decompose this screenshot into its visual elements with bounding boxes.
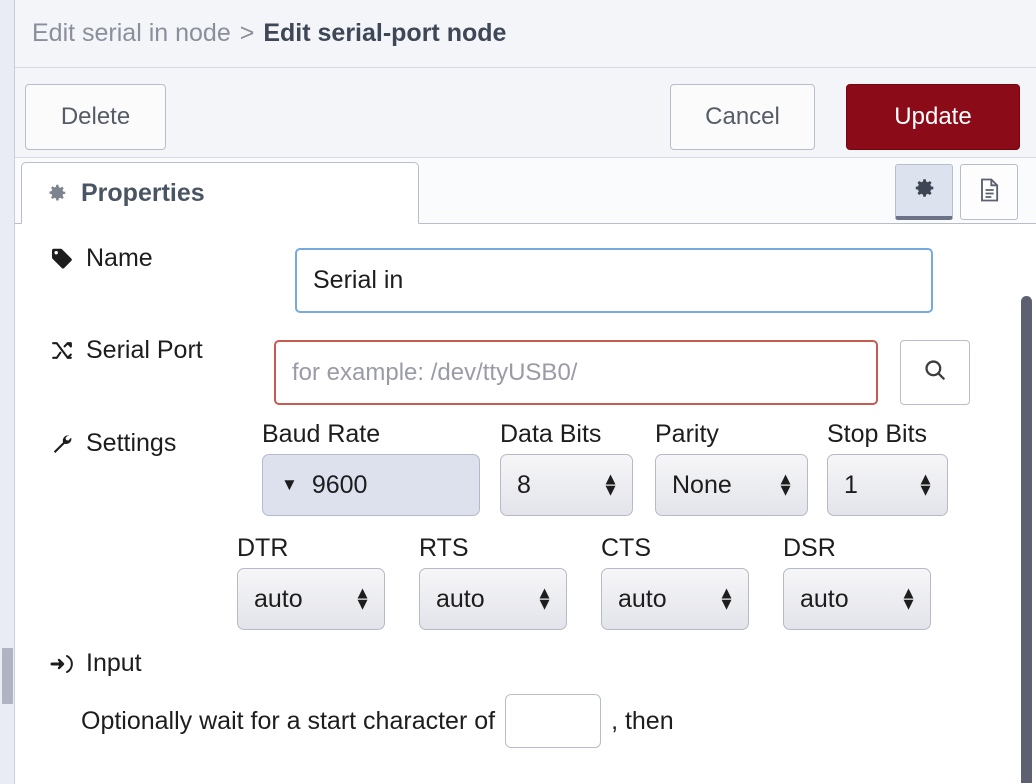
start-character-prefix: Optionally wait for a start character of — [81, 706, 496, 735]
dsr-value: auto — [800, 584, 849, 613]
chevron-down-icon: ▼ — [281, 475, 298, 494]
serial-port-input[interactable] — [274, 340, 878, 405]
field-stop-bits: Stop Bits 1 ▲▼ — [827, 420, 948, 516]
section-input: Input — [49, 649, 142, 678]
tab-properties-label: Properties — [81, 178, 205, 207]
spinner-arrows-icon[interactable]: ▲▼ — [536, 583, 553, 613]
delete-button[interactable]: Delete — [25, 84, 166, 150]
spinner-arrows-icon[interactable]: ▲▼ — [718, 583, 735, 613]
name-input[interactable] — [295, 248, 933, 313]
search-icon — [922, 357, 948, 388]
field-row-settings: Settings — [49, 429, 176, 458]
dsr-caption: DSR — [783, 534, 836, 562]
name-label-text: Name — [86, 244, 153, 272]
tab-properties[interactable]: Properties — [21, 162, 419, 224]
spinner-arrows-icon[interactable]: ▲▼ — [900, 583, 917, 613]
shuffle-icon — [49, 338, 75, 363]
description-panel-button[interactable] — [960, 164, 1018, 220]
field-dsr: DSR auto ▲▼ — [783, 534, 931, 630]
breadcrumb-separator: > — [239, 19, 255, 47]
stop-bits-caption: Stop Bits — [827, 420, 928, 448]
dtr-caption: DTR — [237, 534, 289, 562]
form-scrollbar[interactable] — [1021, 296, 1032, 783]
field-row-name: Name — [49, 244, 933, 313]
cancel-button[interactable]: Cancel — [670, 84, 815, 150]
document-icon — [975, 176, 1003, 209]
field-row-serial-port: Serial Port — [49, 336, 970, 405]
stop-bits-select[interactable]: 1 ▲▼ — [827, 454, 948, 516]
settings-label-text: Settings — [86, 429, 177, 457]
serial-port-label: Serial Port — [49, 336, 203, 365]
breadcrumb-parent[interactable]: Edit serial in node — [32, 19, 231, 47]
page-scrollbar[interactable] — [0, 0, 15, 784]
serial-port-search-button[interactable] — [900, 340, 970, 405]
wrench-icon — [49, 432, 75, 456]
rts-select[interactable]: auto ▲▼ — [419, 568, 567, 630]
data-bits-caption: Data Bits — [500, 420, 602, 448]
rts-caption: RTS — [419, 534, 469, 562]
update-button[interactable]: Update — [846, 84, 1020, 150]
baud-rate-select[interactable]: ▼ 9600 — [262, 454, 480, 516]
input-section-label: Input — [49, 649, 142, 678]
start-character-suffix: , then — [611, 706, 674, 735]
input-section-label-text: Input — [86, 649, 142, 677]
parity-select[interactable]: None ▲▼ — [655, 454, 808, 516]
cts-select[interactable]: auto ▲▼ — [601, 568, 749, 630]
spinner-arrows-icon[interactable]: ▲▼ — [917, 469, 934, 499]
baud-rate-value: 9600 — [311, 470, 368, 499]
gear-icon — [46, 182, 68, 204]
form-scrollbar-thumb[interactable] — [1021, 296, 1032, 783]
spinner-arrows-icon[interactable]: ▲▼ — [602, 469, 619, 499]
dtr-select[interactable]: auto ▲▼ — [237, 568, 385, 630]
spinner-arrows-icon[interactable]: ▲▼ — [777, 469, 794, 499]
gear-icon — [911, 175, 937, 206]
field-dtr: DTR auto ▲▼ — [237, 534, 385, 630]
rts-value: auto — [436, 584, 485, 613]
field-baud-rate: Baud Rate ▼ 9600 — [262, 420, 480, 516]
field-cts: CTS auto ▲▼ — [601, 534, 749, 630]
dialog-action-bar: Delete Cancel Update — [15, 68, 1036, 158]
stop-bits-value: 1 — [844, 470, 858, 499]
breadcrumb: Edit serial in node > Edit serial-port n… — [15, 0, 1036, 68]
cts-value: auto — [618, 584, 667, 613]
field-parity: Parity None ▲▼ — [655, 420, 808, 516]
cts-caption: CTS — [601, 534, 651, 562]
baud-rate-caption: Baud Rate — [262, 420, 381, 448]
tag-icon — [49, 247, 75, 271]
dsr-select[interactable]: auto ▲▼ — [783, 568, 931, 630]
serial-port-label-text: Serial Port — [86, 336, 203, 364]
start-character-row: Optionally wait for a start character of… — [81, 694, 674, 748]
parity-caption: Parity — [655, 420, 719, 448]
settings-panel-button[interactable] — [895, 164, 953, 220]
properties-form: Name Serial Port — [15, 224, 1036, 783]
breadcrumb-current: Edit serial-port node — [263, 19, 507, 47]
data-bits-value: 8 — [517, 470, 531, 499]
parity-value: None — [672, 470, 732, 499]
field-data-bits: Data Bits 8 ▲▼ — [500, 420, 633, 516]
page-scrollbar-thumb[interactable] — [2, 648, 13, 704]
field-rts: RTS auto ▲▼ — [419, 534, 567, 630]
sign-in-icon — [49, 652, 75, 676]
tab-strip: Properties — [15, 158, 1036, 224]
spinner-arrows-icon[interactable]: ▲▼ — [354, 583, 371, 613]
name-label: Name — [49, 244, 153, 273]
data-bits-select[interactable]: 8 ▲▼ — [500, 454, 633, 516]
start-character-input[interactable] — [505, 694, 602, 748]
dtr-value: auto — [254, 584, 303, 613]
settings-label: Settings — [49, 429, 176, 458]
dialog-body: Edit serial in node > Edit serial-port n… — [15, 0, 1036, 784]
